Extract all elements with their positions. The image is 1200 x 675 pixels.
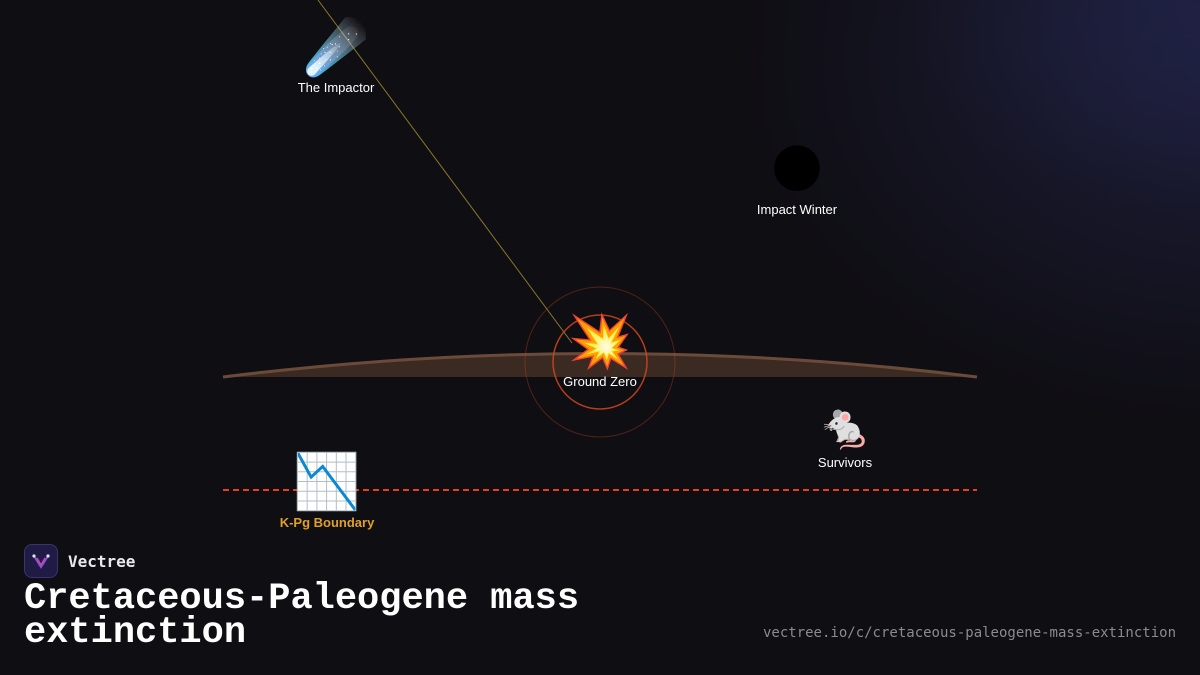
- node-survivors[interactable]: 🐁 Survivors: [817, 402, 873, 471]
- node-impact-winter[interactable]: 🌑 Impact Winter: [757, 144, 837, 217]
- node-ground-zero[interactable]: 💥 Ground Zero: [563, 316, 637, 389]
- page-title: Cretaceous-Paleogene mass extinction: [24, 578, 580, 654]
- chart-decreasing-icon: 📉: [293, 452, 361, 512]
- brand[interactable]: Vectree: [24, 544, 135, 578]
- node-impactor[interactable]: ☄️ The Impactor: [298, 22, 375, 95]
- comet-icon: ☄️: [303, 19, 369, 77]
- brand-name: Vectree: [68, 551, 136, 571]
- impact-ring-inner: [552, 314, 648, 410]
- impact-trajectory-line: [317, 0, 573, 344]
- kpg-boundary-label: K-Pg Boundary: [279, 515, 375, 530]
- ground-zero-label: Ground Zero: [563, 374, 637, 389]
- collision-icon: 💥: [567, 313, 633, 371]
- page-url[interactable]: vectree.io/c/cretaceous-paleogene-mass-e…: [762, 625, 1176, 641]
- impact-ring-outer: [524, 286, 676, 438]
- survivors-label: Survivors: [817, 455, 873, 470]
- earth-surface-edge: [222, 352, 978, 379]
- vectree-logo-icon: [24, 544, 58, 578]
- new-moon-icon: 🌑: [769, 141, 825, 199]
- node-kpg-boundary[interactable]: 📉 K-Pg Boundary: [280, 455, 375, 530]
- impactor-label: The Impactor: [297, 80, 375, 95]
- impact-winter-label: Impact Winter: [756, 202, 838, 217]
- mouse-icon: 🐁: [817, 402, 873, 451]
